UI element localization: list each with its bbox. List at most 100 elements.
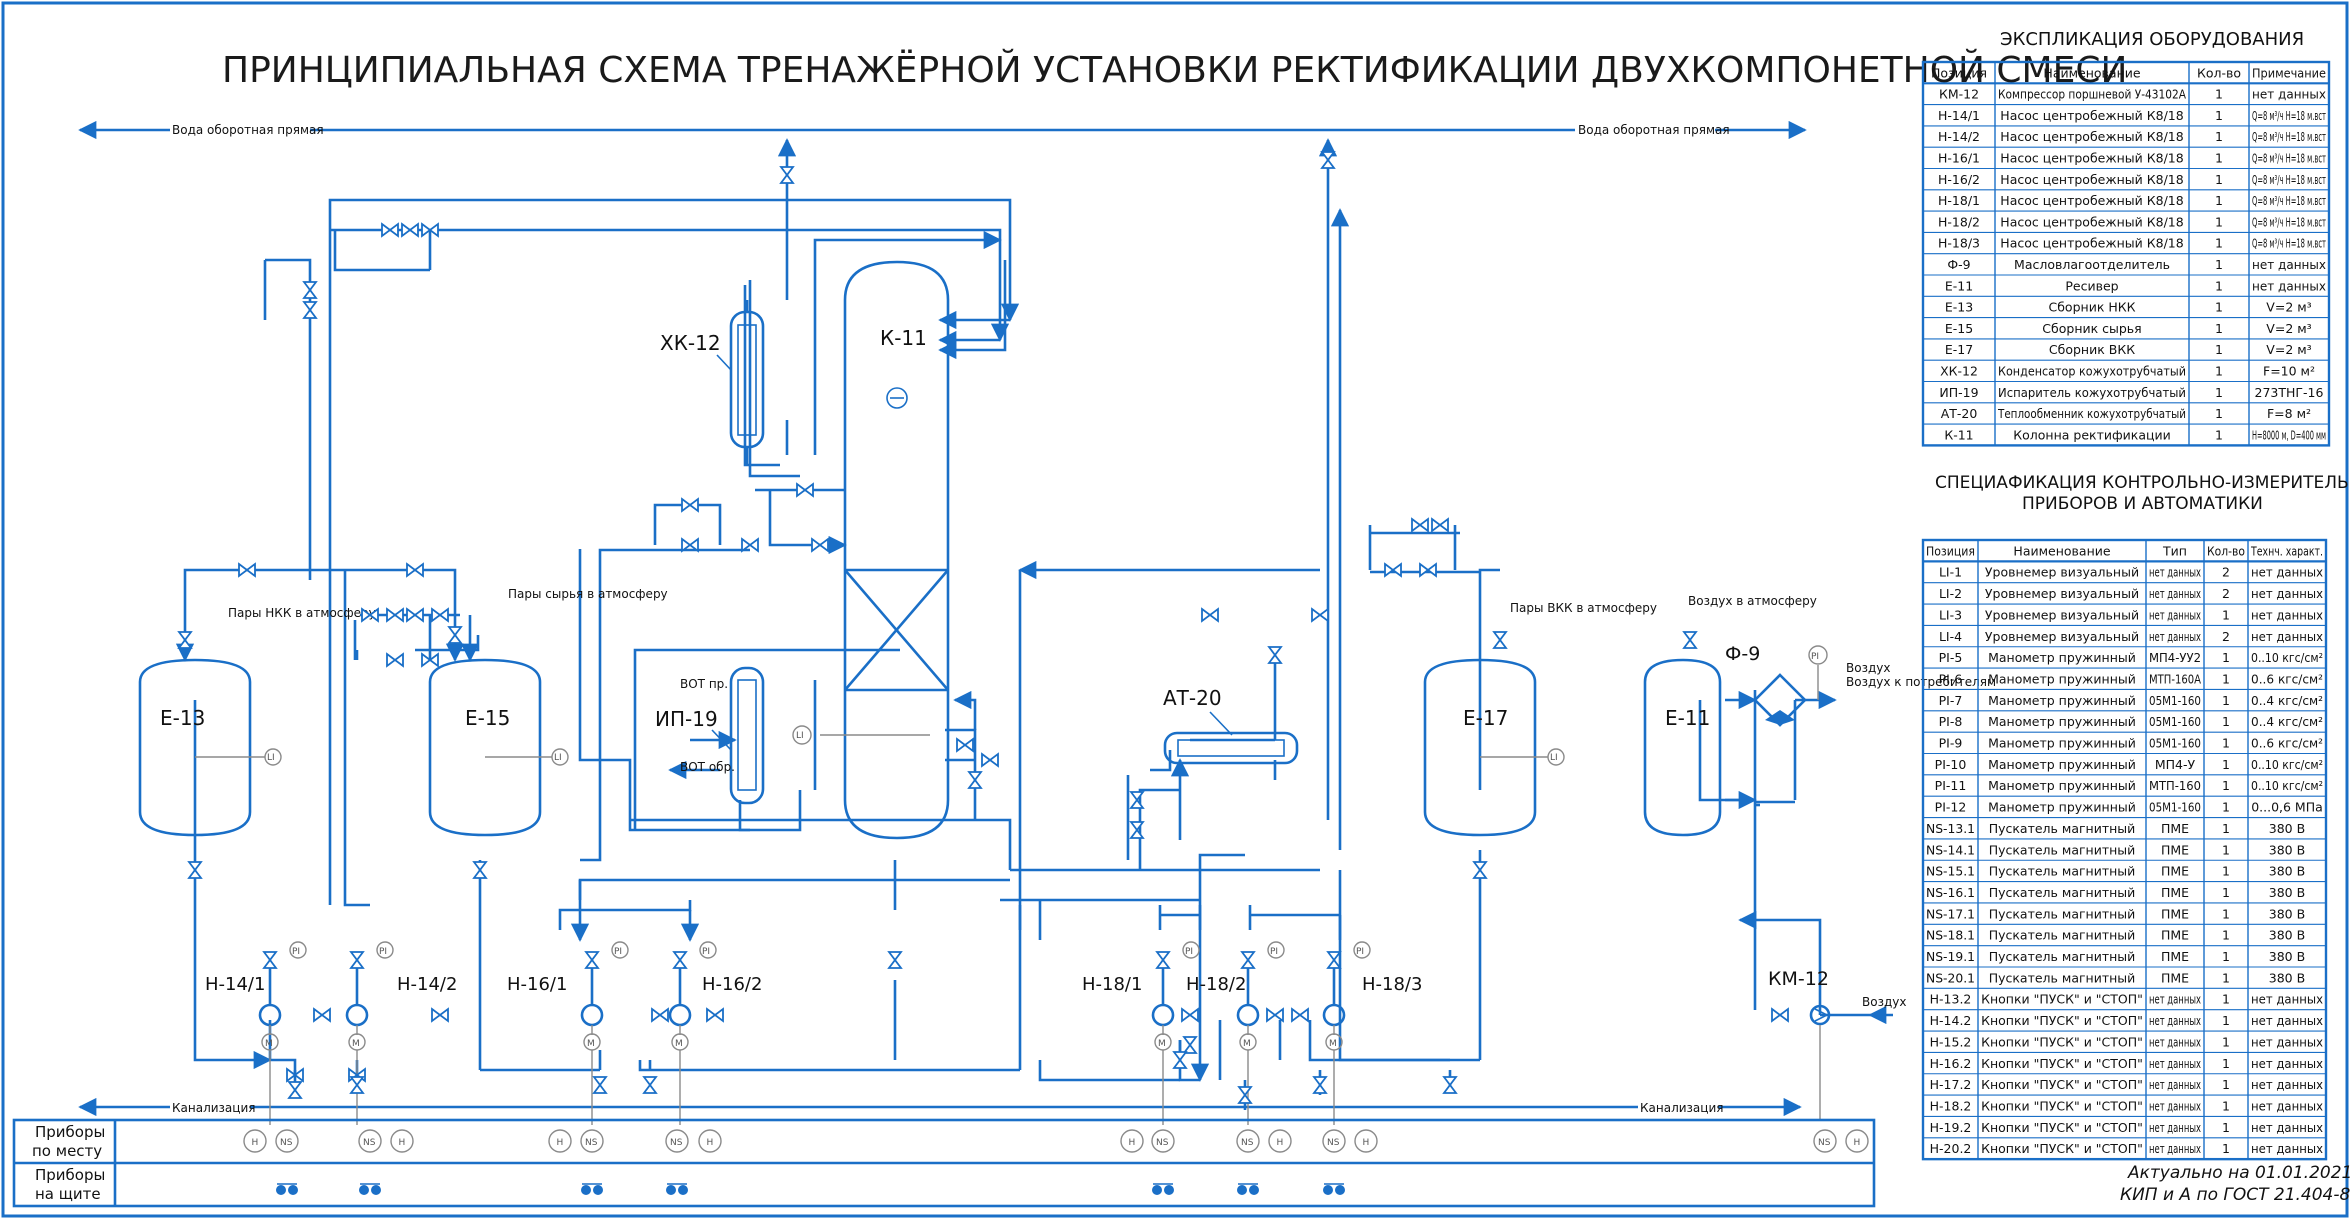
valve-icon[interactable] bbox=[1183, 1036, 1197, 1054]
page-title: ПРИНЦИПИАЛЬНАЯ СХЕМА ТРЕНАЖЁРНОЙ УСТАНОВ… bbox=[222, 49, 2127, 91]
heat-exchanger-at20[interactable]: АТ-20 bbox=[1163, 686, 1299, 765]
valve-icon[interactable] bbox=[431, 1008, 449, 1022]
vessel-e13[interactable]: Е-13 LI bbox=[138, 658, 282, 837]
pump-4[interactable]: MPI bbox=[668, 941, 717, 1125]
valve-icon[interactable] bbox=[288, 1081, 302, 1099]
panel-buttons-icon[interactable] bbox=[1323, 1183, 1345, 1195]
specification-cell: 1 bbox=[2222, 714, 2230, 729]
condenser-xk12[interactable]: ХК-12 bbox=[660, 300, 765, 465]
vessel-e15[interactable]: Е-15 LI bbox=[428, 658, 569, 837]
valve-icon[interactable] bbox=[1313, 1076, 1327, 1094]
valve-icon[interactable] bbox=[263, 951, 277, 969]
valve-icon[interactable] bbox=[350, 951, 364, 969]
valve-icon[interactable] bbox=[1268, 646, 1282, 664]
valve-icon[interactable] bbox=[1771, 1008, 1789, 1022]
valve-icon[interactable] bbox=[811, 538, 829, 552]
valve-icon[interactable] bbox=[381, 223, 399, 237]
valve-icon[interactable] bbox=[431, 608, 449, 622]
valve-icon[interactable] bbox=[1327, 951, 1341, 969]
evaporator-ip19[interactable]: ИП-19 ВОТ пр. ВОТ обр. bbox=[655, 666, 765, 805]
valve-icon[interactable] bbox=[673, 951, 687, 969]
explication-cell: 1 bbox=[2215, 129, 2223, 144]
valve-icon[interactable] bbox=[1238, 1086, 1252, 1104]
valve-icon[interactable] bbox=[303, 301, 317, 319]
valve-icon[interactable] bbox=[1173, 1051, 1187, 1069]
compressor-km12[interactable]: КМ-12 Воздух bbox=[1768, 968, 1906, 1120]
valve-icon[interactable] bbox=[1431, 518, 1449, 532]
explication-cell: нет данных bbox=[2252, 278, 2326, 293]
valve-icon[interactable] bbox=[956, 738, 974, 752]
specification-cell: LI-2 bbox=[1939, 586, 1962, 601]
vessel-e11[interactable]: Е-11 bbox=[1643, 658, 1722, 837]
column-k11[interactable]: К-11 LI bbox=[792, 260, 950, 840]
valve-icon[interactable] bbox=[780, 166, 794, 184]
panel-buttons-icon[interactable] bbox=[581, 1183, 603, 1195]
valve-icon[interactable] bbox=[386, 608, 404, 622]
panel-buttons-icon[interactable] bbox=[359, 1183, 381, 1195]
valve-icon[interactable] bbox=[1241, 951, 1255, 969]
valve-icon[interactable] bbox=[303, 281, 317, 299]
valve-icon[interactable] bbox=[1266, 1008, 1284, 1022]
valve-icon[interactable] bbox=[888, 951, 902, 969]
valve-icon[interactable] bbox=[350, 1076, 364, 1094]
valve-icon[interactable] bbox=[706, 1008, 724, 1022]
valve-icon[interactable] bbox=[1443, 1076, 1457, 1094]
specification-cell: нет данных bbox=[2149, 629, 2201, 644]
filter-f9[interactable]: Ф-9 PI Воздух Воздух к потребителям bbox=[1725, 643, 1996, 727]
valve-icon[interactable] bbox=[1411, 518, 1429, 532]
specification-cell: 0...0,6 МПа bbox=[2251, 800, 2323, 815]
valve-icon[interactable] bbox=[981, 753, 999, 767]
specification-cell: LI-4 bbox=[1939, 629, 1962, 644]
valve-icon[interactable] bbox=[681, 498, 699, 512]
valve-icon[interactable] bbox=[1384, 563, 1402, 577]
valve-icon[interactable] bbox=[1473, 861, 1487, 879]
explication-cell: ИП-19 bbox=[1939, 385, 1978, 400]
vessel-e17[interactable]: Е-17 LI bbox=[1423, 658, 1565, 837]
valve-icon[interactable] bbox=[473, 861, 487, 879]
pump-2[interactable]: MPI bbox=[345, 941, 394, 1125]
valve-icon[interactable] bbox=[1311, 608, 1329, 622]
valve-icon[interactable] bbox=[386, 653, 404, 667]
valve-icon[interactable] bbox=[643, 1076, 657, 1094]
instrument-symbol: H bbox=[548, 1129, 572, 1153]
valve-icon[interactable] bbox=[1419, 563, 1437, 577]
specification-cell: 380 В bbox=[2269, 970, 2305, 985]
valve-icon[interactable] bbox=[406, 563, 424, 577]
valve-icon[interactable] bbox=[1156, 951, 1170, 969]
explication-cell: Н-14/1 bbox=[1938, 108, 1980, 123]
valve-icon[interactable] bbox=[178, 631, 192, 649]
pump-3[interactable]: MPI bbox=[580, 941, 629, 1125]
explication-cell: Насос центробежный К8/18 bbox=[2000, 193, 2183, 208]
specification-cell: 1 bbox=[2222, 970, 2230, 985]
motor-icon: M bbox=[1329, 1039, 1337, 1049]
valve-icon[interactable] bbox=[651, 1008, 669, 1022]
valve-icon[interactable] bbox=[593, 1076, 607, 1094]
valve-icon[interactable] bbox=[1181, 1008, 1199, 1022]
valve-icon[interactable] bbox=[1683, 631, 1697, 649]
instrument-symbol: H bbox=[1120, 1129, 1144, 1153]
valve-icon[interactable] bbox=[796, 483, 814, 497]
specification-cell: PI-9 bbox=[1939, 736, 1963, 751]
water-supply-line: Вода оборотная прямая Вода оборотная пря… bbox=[78, 120, 1807, 140]
pump-7[interactable]: MPI bbox=[1322, 941, 1371, 1125]
valve-icon[interactable] bbox=[188, 861, 202, 879]
panel-buttons-icon[interactable] bbox=[1237, 1183, 1259, 1195]
panel-buttons-icon[interactable] bbox=[666, 1183, 688, 1195]
valve-icon[interactable] bbox=[1493, 631, 1507, 649]
svg-text:NS: NS bbox=[1327, 1138, 1340, 1148]
valve-icon[interactable] bbox=[406, 608, 424, 622]
valve-icon[interactable] bbox=[1321, 151, 1335, 169]
instrument-symbol: H bbox=[243, 1129, 267, 1153]
valve-icon[interactable] bbox=[1291, 1008, 1309, 1022]
panel-buttons-icon[interactable] bbox=[1152, 1183, 1174, 1195]
valve-icon[interactable] bbox=[238, 563, 256, 577]
valve-icon[interactable] bbox=[1201, 608, 1219, 622]
valve-icon[interactable] bbox=[585, 951, 599, 969]
valve-icon[interactable] bbox=[401, 223, 419, 237]
valve-icon[interactable] bbox=[448, 626, 462, 644]
pump-5[interactable]: MPI bbox=[1151, 941, 1200, 1125]
valve-icon[interactable] bbox=[313, 1008, 331, 1022]
valve-icon[interactable] bbox=[968, 771, 982, 789]
panel-buttons-icon[interactable] bbox=[276, 1183, 298, 1195]
